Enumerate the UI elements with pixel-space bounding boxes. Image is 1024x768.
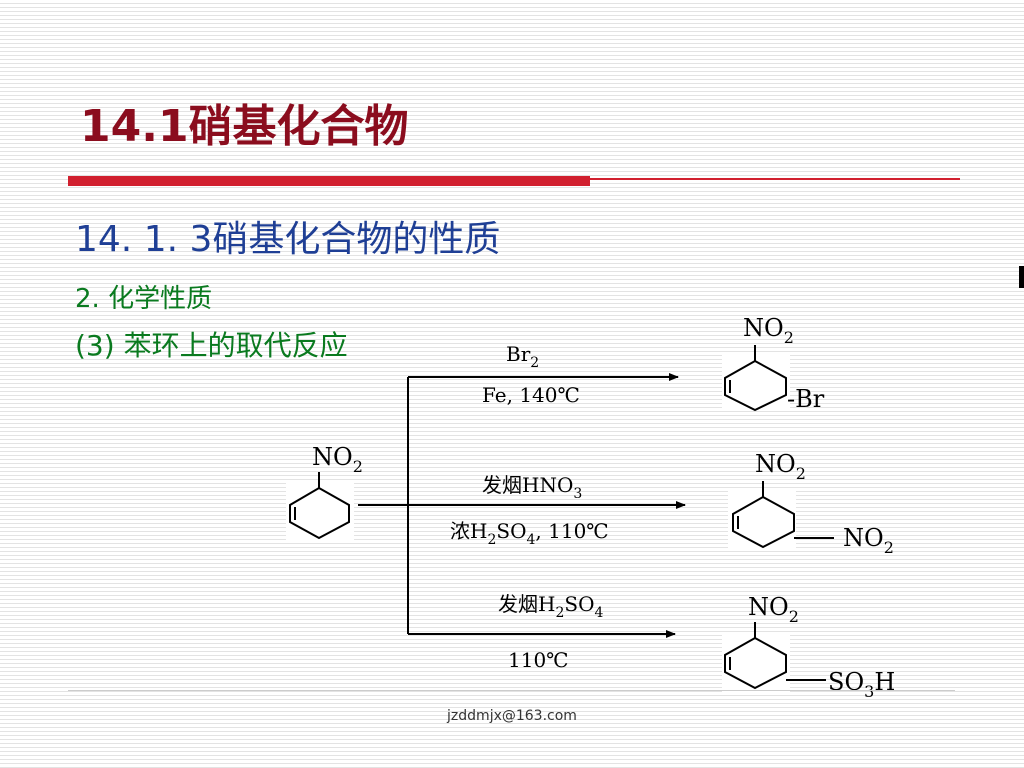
benzene-ring (732, 495, 795, 549)
slide-title: 14.1硝基化合物 (80, 101, 409, 152)
product-2: NO2 NO2 (728, 450, 894, 557)
product-1-substituent-2: -Br (787, 385, 825, 413)
edge-marker (1019, 266, 1024, 288)
reaction-2-conditions: 浓H2SO4, 110℃ (450, 519, 609, 548)
subheading-ring-substitution: (3) 苯环上的取代反应 (75, 329, 348, 362)
reaction-2-reagent: 发烟HNO3 (482, 473, 582, 502)
benzene-ring (289, 486, 350, 540)
product-3: NO2 SO3H (722, 593, 895, 701)
section-heading: 14. 1. 3硝基化合物的性质 (75, 219, 501, 260)
reactant-substituent: NO2 (312, 443, 363, 476)
product-3-substituent-1: NO2 (748, 593, 799, 626)
product-2-substituent-2: NO2 (843, 524, 894, 557)
benzene-ring (724, 636, 787, 690)
reaction-1-conditions: Fe, 140℃ (482, 383, 580, 407)
arrow-system (358, 373, 686, 638)
product-3-substituent-2: SO3H (828, 668, 895, 701)
product-1-substituent-1: NO2 (743, 314, 794, 347)
product-1: NO2 -Br (722, 314, 825, 413)
title-underline-rule (590, 178, 960, 180)
reaction-3-reagent: 发烟H2SO4 (498, 592, 603, 621)
product-2-substituent-1: NO2 (755, 450, 806, 483)
title-underline-bar (68, 176, 590, 186)
footer-rule (68, 690, 955, 691)
footer-email: jzddmjx@163.com (447, 708, 577, 724)
subheading-chemical-properties: 2. 化学性质 (75, 284, 213, 314)
reactant-nitrobenzene: NO2 (286, 443, 363, 540)
benzene-ring (724, 359, 787, 412)
reaction-3-conditions: 110℃ (508, 648, 569, 672)
reaction-1-reagent: Br2 (506, 342, 539, 371)
